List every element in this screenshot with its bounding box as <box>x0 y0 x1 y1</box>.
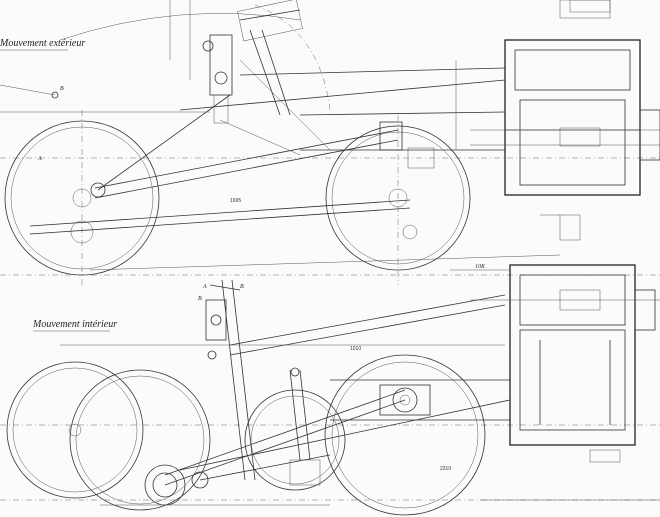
top-right-wheel <box>325 115 471 285</box>
bottom-second-wheel <box>69 369 211 511</box>
bottom-dim-1010: 1010 <box>350 346 361 352</box>
top-dim-10k: 10K <box>475 264 486 270</box>
top-left-wheel <box>4 110 160 285</box>
bottom-left-wheel <box>6 361 144 499</box>
top-cylinder <box>470 0 660 196</box>
top-connecting-rod <box>94 129 399 199</box>
bottom-cylinder <box>470 264 660 446</box>
top-dimension-marks <box>169 0 611 241</box>
top-expansion-arc <box>254 4 331 111</box>
top-frame-lower <box>89 254 561 271</box>
top-reach-rod <box>0 84 56 96</box>
bottom-eccentric-rod <box>199 454 331 481</box>
bottom-valve-rod <box>229 294 506 346</box>
top-mechanism: Mouvement extérieur <box>0 0 660 285</box>
bottom-radius-rod <box>229 304 506 356</box>
top-section-title: Mouvement extérieur <box>0 38 85 49</box>
top-coupling-rod <box>29 199 411 235</box>
bottom-section-title: Mouvement intérieur <box>32 319 117 330</box>
bottom-right-wheel <box>324 354 486 516</box>
bottom-third-wheel <box>244 389 346 491</box>
bottom-coupling-rod <box>179 399 511 471</box>
bottom-valve-gear <box>205 279 311 481</box>
bottom-crosshead <box>330 379 510 421</box>
top-valve-gear <box>202 0 331 156</box>
top-radius-rod <box>179 79 506 111</box>
top-valve-rod <box>239 67 506 76</box>
bottom-mechanism: Mouvement intérieur <box>0 264 660 516</box>
top-swing-arc <box>59 13 301 41</box>
top-eccentric-rod <box>97 94 231 191</box>
bottom-connecting-rod <box>164 389 406 486</box>
top-crosshead <box>299 111 506 169</box>
top-label-b: B <box>60 86 64 92</box>
bottom-label-b: B <box>240 284 244 290</box>
bottom-dim-2310: 2310 <box>440 466 451 472</box>
bottom-label-b-left: B <box>198 296 202 302</box>
top-reach-rod-pin <box>51 91 59 99</box>
top-label-a: A <box>37 156 42 162</box>
top-dim-1695: 1695 <box>230 198 241 204</box>
bottom-dimension-marks <box>100 269 660 506</box>
bottom-label-a: A <box>202 284 207 290</box>
